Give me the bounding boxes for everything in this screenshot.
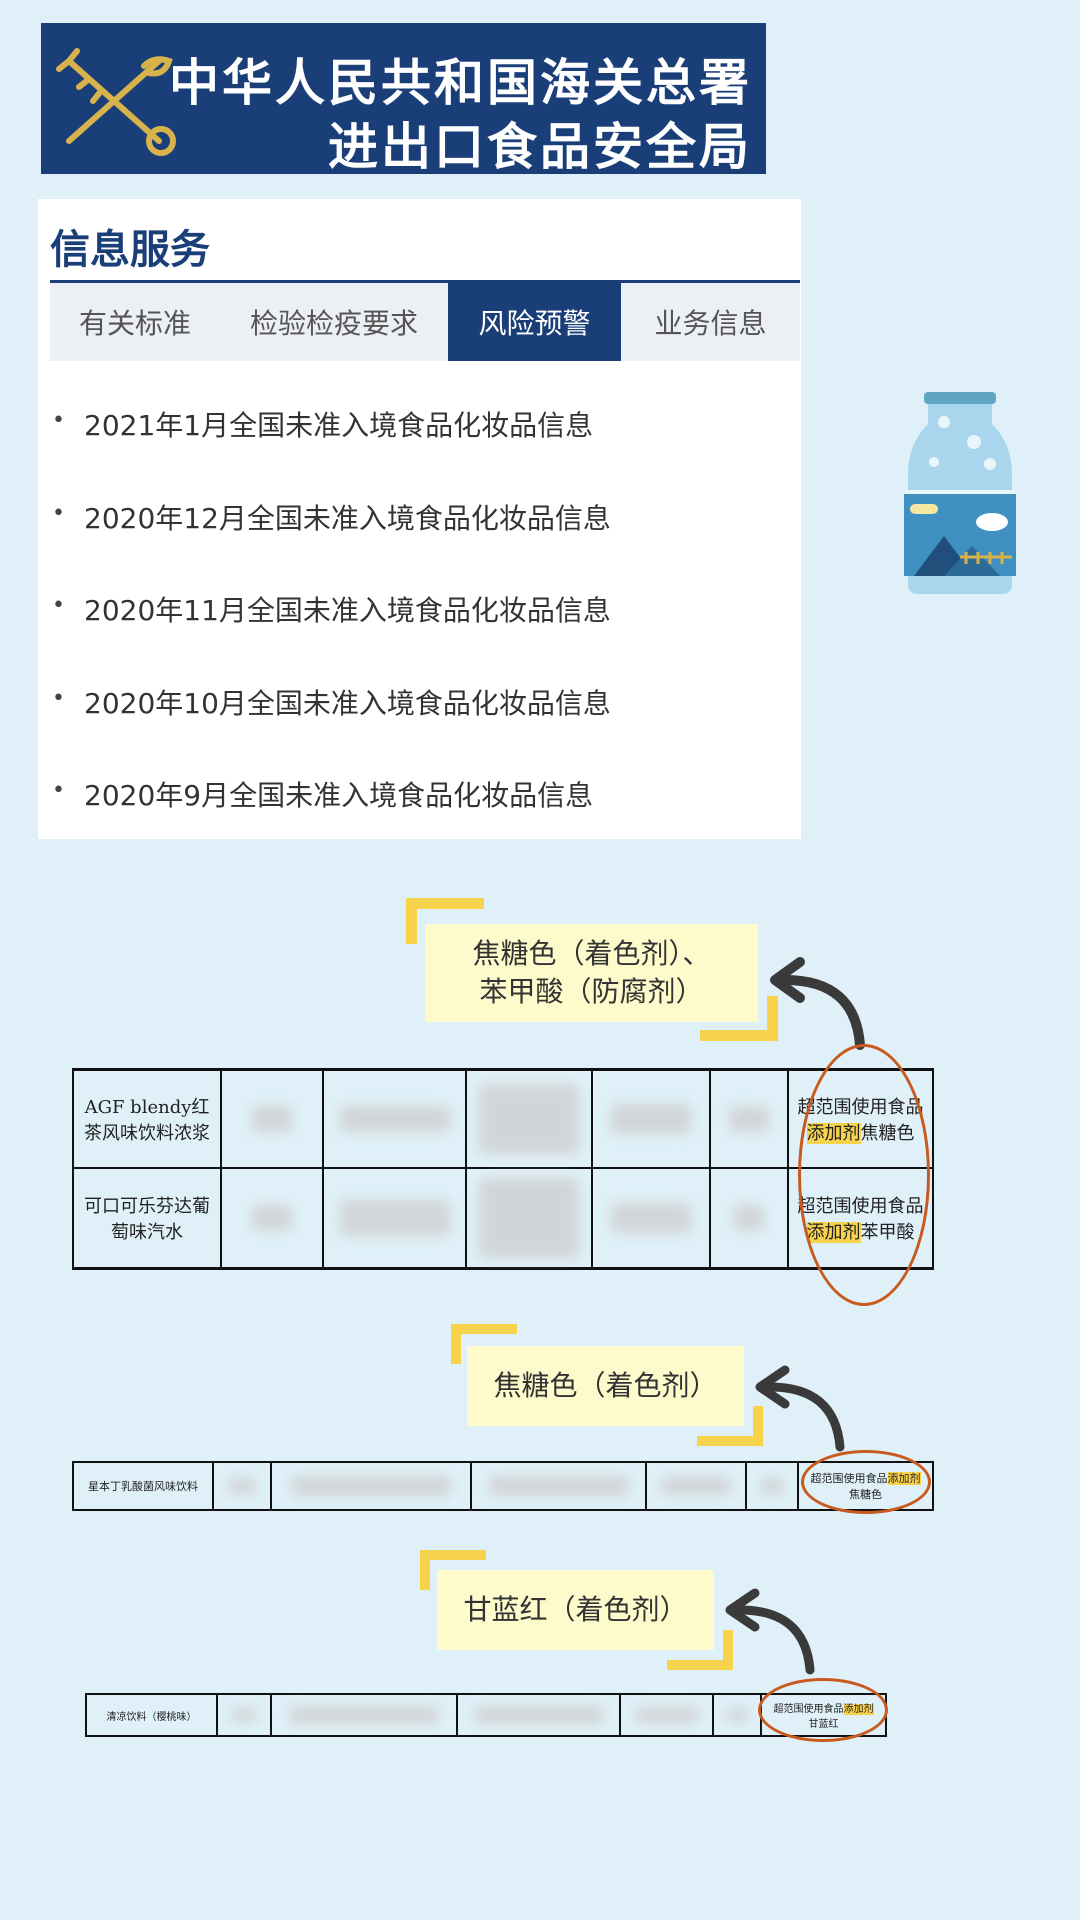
product-cell: 清凉饮料（樱桃味） — [85, 1695, 218, 1735]
redacted-cell — [593, 1071, 711, 1167]
note-corner — [697, 1436, 763, 1446]
redacted-cell — [272, 1463, 472, 1509]
redacted-cell — [467, 1169, 593, 1267]
redacted-cell — [647, 1463, 747, 1509]
tab-business-info[interactable]: 业务信息 — [654, 307, 767, 340]
news-item[interactable]: • 2020年9月全国未准入境食品化妆品信息 — [52, 774, 792, 867]
banner-subtitle: 进出口食品安全局 — [328, 117, 752, 176]
tab-risk-warning[interactable]: 风险预警 — [448, 283, 621, 361]
curved-arrow-icon — [770, 957, 865, 1050]
news-list: • 2021年1月全国未准入境食品化妆品信息 • 2020年12月全国未准入境食品化… — [52, 404, 792, 867]
tab-standards[interactable]: 有关标准 — [78, 307, 191, 340]
note-corner — [451, 1324, 461, 1364]
note-corner — [723, 1630, 733, 1670]
news-item[interactable]: • 2020年10月全国未准入境食品化妆品信息 — [52, 682, 792, 775]
news-link[interactable]: 2020年12月全国未准入境食品化妆品信息 — [84, 501, 611, 535]
curved-arrow-icon — [755, 1365, 845, 1452]
tab-inspection[interactable]: 检验检疫要求 — [249, 307, 418, 340]
news-link[interactable]: 2020年11月全国未准入境食品化妆品信息 — [84, 594, 611, 627]
redacted-cell — [324, 1071, 467, 1167]
bullet-icon: • — [52, 778, 65, 803]
customs-emblem-icon — [56, 48, 176, 156]
callout-text: 苯甲酸（防腐剂） — [479, 975, 704, 1008]
curved-arrow-icon — [725, 1588, 815, 1675]
product-cell: AGF blendy红茶风味饮料浓浆 — [72, 1071, 222, 1167]
news-item[interactable]: • 2020年12月全国未准入境食品化妆品信息 — [52, 497, 792, 590]
tab-bar: 有关标准 检验检疫要求 风险预警 业务信息 — [50, 283, 800, 361]
redacted-cell — [272, 1695, 458, 1735]
callout-text: 焦糖色（着色剂） — [493, 1369, 718, 1403]
note-corner — [420, 1550, 486, 1560]
product-cell: 星本丁乳酸菌风味饮料 — [72, 1463, 214, 1509]
header-banner: 中华人民共和国海关总署 进出口食品安全局 — [41, 23, 766, 176]
note-corner — [767, 996, 778, 1041]
news-link[interactable]: 2021年1月全国未准入境食品化妆品信息 — [84, 409, 594, 442]
highlight-oval — [801, 1450, 931, 1514]
redacted-cell — [621, 1695, 714, 1735]
news-item[interactable]: • 2020年11月全国未准入境食品化妆品信息 — [52, 589, 792, 682]
note-corner — [406, 898, 417, 944]
redacted-cell — [467, 1071, 593, 1167]
info-service-panel: 信息服务 有关标准 检验检疫要求 风险预警 业务信息 • 2021年1月全国未准入… — [38, 199, 801, 839]
note-corner — [420, 1550, 430, 1590]
bullet-icon: • — [52, 408, 65, 433]
note-corner — [700, 1030, 778, 1041]
note-corner — [406, 898, 484, 909]
redacted-cell — [222, 1071, 324, 1167]
redacted-cell — [593, 1169, 711, 1267]
bottle-illustration-icon — [904, 392, 1016, 594]
redacted-cell — [711, 1071, 789, 1167]
redacted-cell — [214, 1463, 272, 1509]
note-corner — [451, 1324, 517, 1334]
redacted-cell — [714, 1695, 762, 1735]
news-item[interactable]: • 2021年1月全国未准入境食品化妆品信息 — [52, 404, 792, 497]
redacted-cell — [747, 1463, 799, 1509]
redacted-cell — [218, 1695, 272, 1735]
panel-heading: 信息服务 — [50, 227, 210, 273]
callout-note-3: 甘蓝红（着色剂） — [437, 1570, 714, 1650]
news-link[interactable]: 2020年10月全国未准入境食品化妆品信息 — [84, 686, 611, 720]
bullet-icon: • — [52, 593, 65, 618]
highlight-oval — [758, 1678, 888, 1742]
news-link[interactable]: 2020年9月全国未准入境食品化妆品信息 — [84, 779, 594, 812]
redacted-cell — [324, 1169, 467, 1267]
product-cell: 可口可乐芬达葡萄味汽水 — [72, 1169, 222, 1267]
redacted-cell — [711, 1169, 789, 1267]
redacted-cell — [472, 1463, 647, 1509]
callout-note-2: 焦糖色（着色剂） — [467, 1346, 744, 1426]
highlight-oval — [798, 1044, 930, 1306]
redacted-cell — [222, 1169, 324, 1267]
bullet-icon: • — [52, 500, 65, 526]
banner-title: 中华人民共和国海关总署 — [169, 53, 752, 112]
callout-text: 焦糖色（着色剂）、 — [472, 937, 711, 971]
bullet-icon: • — [52, 685, 65, 711]
heading-divider — [50, 280, 800, 283]
note-corner — [667, 1660, 733, 1670]
callout-note-1: 焦糖色（着色剂）、 苯甲酸（防腐剂） — [425, 924, 758, 1022]
note-corner — [753, 1406, 763, 1446]
callout-text: 甘蓝红（着色剂） — [463, 1593, 688, 1627]
redacted-cell — [458, 1695, 621, 1735]
